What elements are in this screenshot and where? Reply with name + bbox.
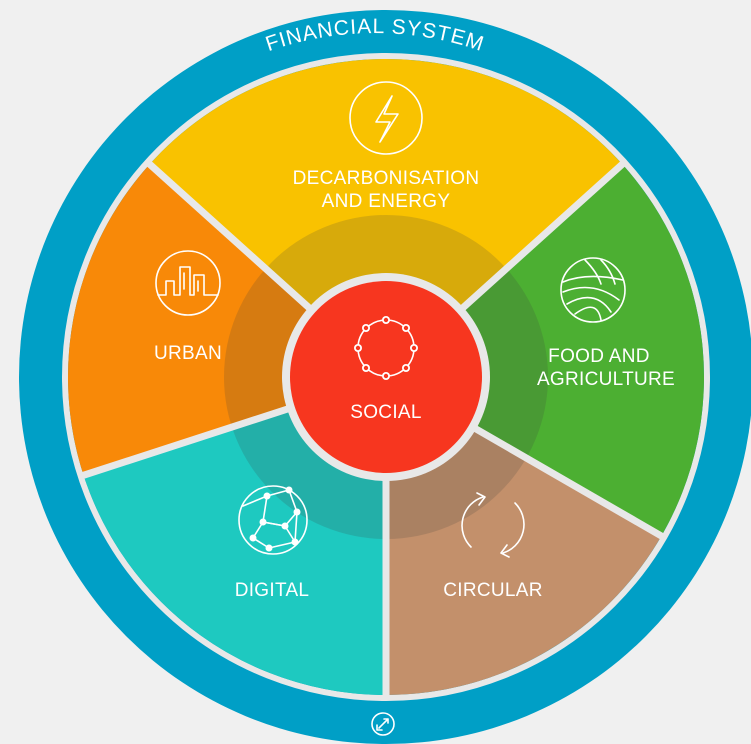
segment-divider [470,423,665,541]
food-label-line1: FOOD AND [548,346,650,367]
decarbonisation-label-line2: AND ENERGY [322,191,451,212]
segment-circular [386,427,662,695]
segment-dividers [80,160,665,697]
segment-divider [457,160,627,313]
fields-icon [560,257,626,323]
digital-label: DIGITAL [235,580,310,601]
segment-decarbonisation [149,58,623,311]
social-label: SOCIAL [350,402,422,423]
food-label-line2: AGRICULTURE [537,369,675,390]
circular-label: CIRCULAR [443,580,543,601]
segment-divider [145,160,315,313]
segments-outer-border [62,53,710,701]
urban-label: URBAN [154,343,222,364]
exchange-arrows-icon [371,712,395,736]
decarbonisation-label-line1: DECARBONISATION [293,168,480,189]
segment-divider [80,404,292,480]
network-globe-icon [238,485,308,555]
city-buildings-icon [155,250,221,316]
segments-group [62,53,710,701]
lightning-icon [349,81,423,155]
recycle-arrows-icon [461,492,525,558]
social-network-icon [354,316,418,380]
segment-digital [83,407,386,695]
segment-urban [67,164,312,476]
